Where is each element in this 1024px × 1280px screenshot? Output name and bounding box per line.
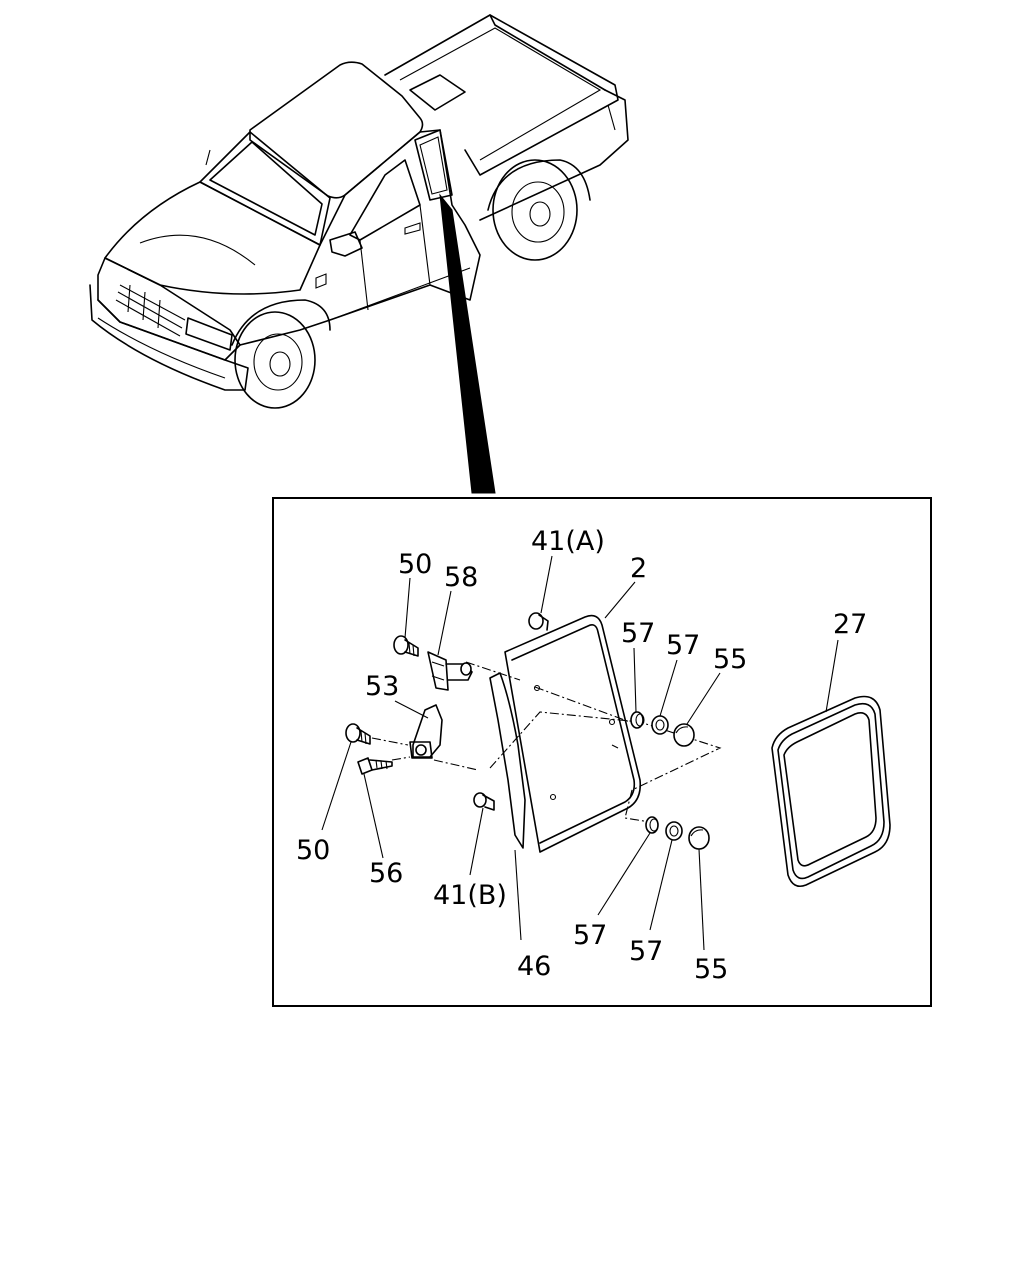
callout-55-bottom: 55 xyxy=(694,954,728,985)
callout-labels: 41(A) 2 50 58 57 57 55 27 53 50 56 41(B)… xyxy=(296,526,867,985)
callout-50-bottom: 50 xyxy=(296,835,330,866)
part-57-washer-upper-a xyxy=(630,711,645,729)
part-50-bolt-bottom xyxy=(345,723,371,745)
callout-41b: 41(B) xyxy=(433,880,507,911)
callout-57-b: 57 xyxy=(666,630,700,661)
part-58-hinge-bracket xyxy=(427,651,473,691)
callout-56: 56 xyxy=(369,858,403,889)
callout-27: 27 xyxy=(833,609,867,640)
part-46-weatherstrip xyxy=(489,672,526,849)
callout-50-top: 50 xyxy=(398,549,432,580)
part-57-washer-upper-b xyxy=(651,715,669,735)
part-57-washer-lower-b xyxy=(665,821,683,841)
assembly-lines xyxy=(371,661,722,823)
part-53-latch xyxy=(409,704,443,759)
part-55-cap-upper xyxy=(673,723,695,747)
callout-53: 53 xyxy=(365,671,399,702)
part-50-bolt-top xyxy=(393,635,419,657)
callout-57-a: 57 xyxy=(621,618,655,649)
callout-41a: 41(A) xyxy=(531,526,605,557)
callout-58: 58 xyxy=(444,562,478,593)
part-56-screw xyxy=(357,757,393,775)
pickup-truck-illustration xyxy=(89,14,629,409)
callout-55-top: 55 xyxy=(713,644,747,675)
callout-57-d: 57 xyxy=(629,936,663,967)
detail-pointer xyxy=(439,193,496,494)
part-27-molding xyxy=(771,695,891,888)
detail-frame xyxy=(272,497,932,1007)
part-2-quarter-glass xyxy=(504,614,642,853)
leader-lines xyxy=(321,555,839,951)
callout-46: 46 xyxy=(517,951,551,982)
part-41b-clip xyxy=(473,792,495,811)
part-57-washer-lower-a xyxy=(645,816,659,834)
callout-2: 2 xyxy=(630,553,647,584)
part-55-cap-lower xyxy=(688,826,710,850)
callout-57-c: 57 xyxy=(573,920,607,951)
part-41a-clip xyxy=(528,612,549,631)
